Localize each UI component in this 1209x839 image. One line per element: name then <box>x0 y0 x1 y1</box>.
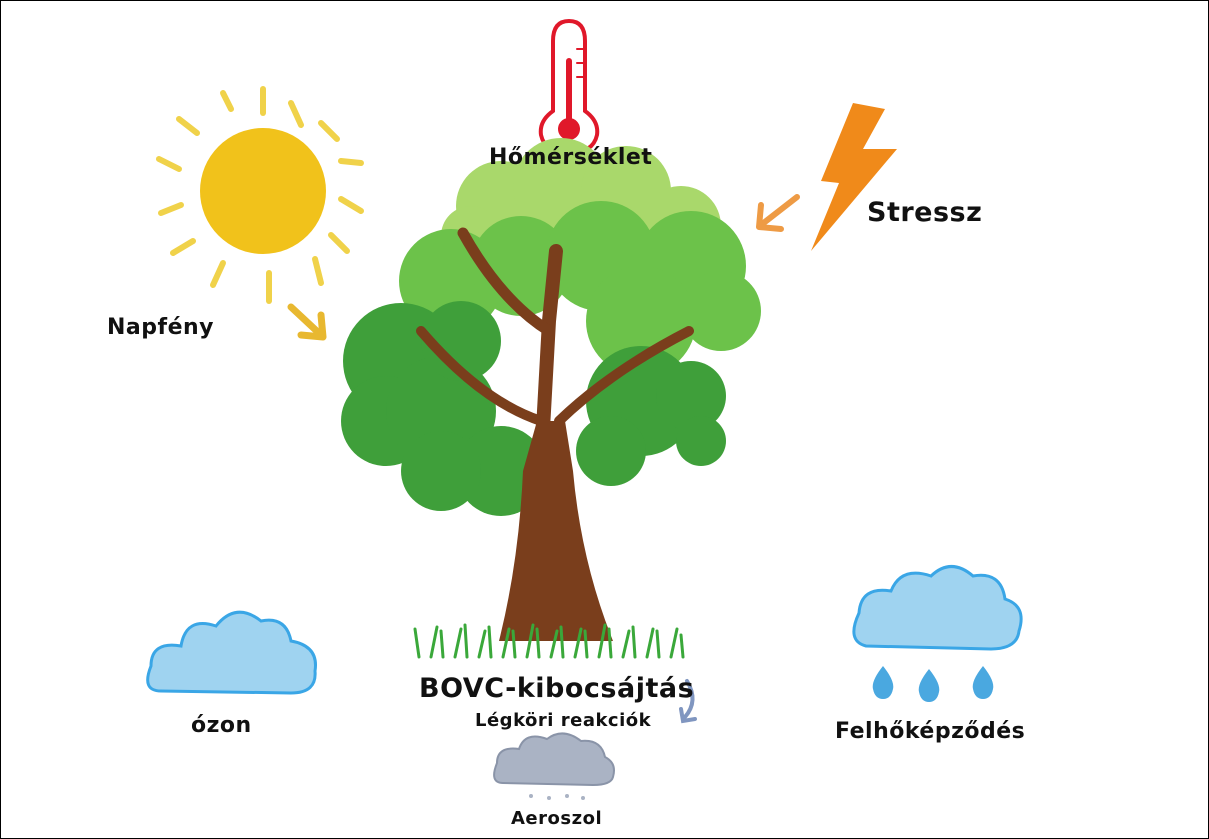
ozone-cloud-icon <box>146 610 317 695</box>
label-stress: Stressz <box>867 197 983 228</box>
lightning-icon <box>811 103 897 251</box>
label-sunlight: Napfény <box>107 315 215 340</box>
thermometer-icon <box>538 18 600 156</box>
label-temperature: Hőmérséklet <box>489 145 653 170</box>
sun-arrow-icon <box>287 303 327 341</box>
label-ozone: ózon <box>191 713 252 738</box>
tree-icon <box>341 138 761 659</box>
aerosol-cloud-icon <box>493 732 615 800</box>
rain-cloud-icon <box>852 565 1023 702</box>
curved-arrow-icon <box>679 679 697 724</box>
sun-icon <box>156 86 364 304</box>
label-atmospheric-reactions: Légköri reakciók <box>475 710 652 731</box>
label-cloud-formation: Felhőképződés <box>835 719 1026 744</box>
label-bvoc: BOVC-kibocsájtás <box>419 673 695 704</box>
stress-arrow-icon <box>756 194 800 232</box>
label-aerosol: Aeroszol <box>511 808 603 829</box>
